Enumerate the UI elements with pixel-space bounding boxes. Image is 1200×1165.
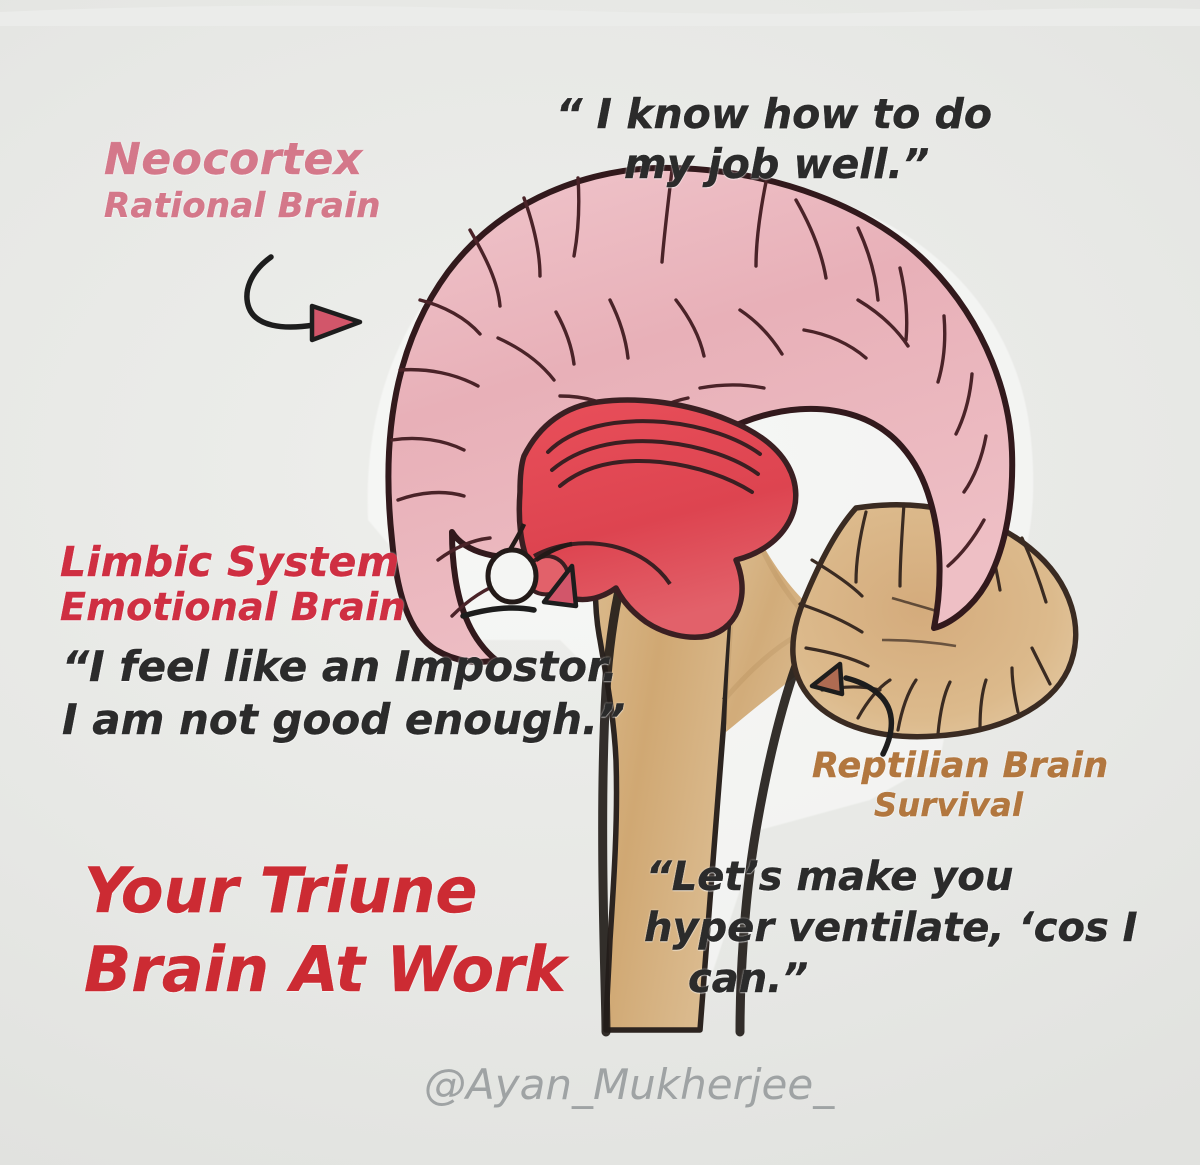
reptilian-arrow-icon bbox=[809, 661, 895, 757]
page-title-line1: Your Triune bbox=[84, 854, 478, 927]
author-handle: @Ayan_Mukherjee_ bbox=[424, 1060, 835, 1109]
reptilian-label-subtitle: Survival bbox=[874, 785, 1024, 824]
paper-torn-edge bbox=[0, 5, 1200, 26]
reptilian-quote-line1: “Let’s make you bbox=[646, 854, 1014, 900]
pituitary-gland bbox=[485, 523, 573, 605]
limbic-label-title: Limbic System bbox=[60, 538, 400, 586]
neocortex-quote-line2: my job well.” bbox=[624, 140, 930, 189]
limbic-quote-line2: I am not good enough.” bbox=[62, 695, 626, 745]
neocortex-quote-line1: “ I know how to do bbox=[556, 90, 993, 138]
limbic-quote-line1: “I feel like an Impostor. bbox=[62, 642, 618, 691]
neocortex-arrow-icon bbox=[244, 254, 363, 343]
limbic-quote: “I feel like an Impostor.I am not good e… bbox=[62, 644, 625, 743]
limbic-label-subtitle: Emotional Brain bbox=[60, 585, 406, 630]
neocortex-label-subtitle: Rational Brain bbox=[104, 185, 381, 226]
reptilian-quote-line3: can.” bbox=[688, 956, 809, 1003]
page-title-line2: Brain At Work bbox=[84, 932, 566, 1006]
reptilian-label-title: Reptilian Brain bbox=[812, 746, 1109, 786]
reptilian-quote-line2: hyper ventilate, ‘cos I bbox=[644, 905, 1138, 952]
limbic-arrow-icon bbox=[460, 563, 579, 619]
neocortex-label-title: Neocortex bbox=[104, 134, 363, 185]
